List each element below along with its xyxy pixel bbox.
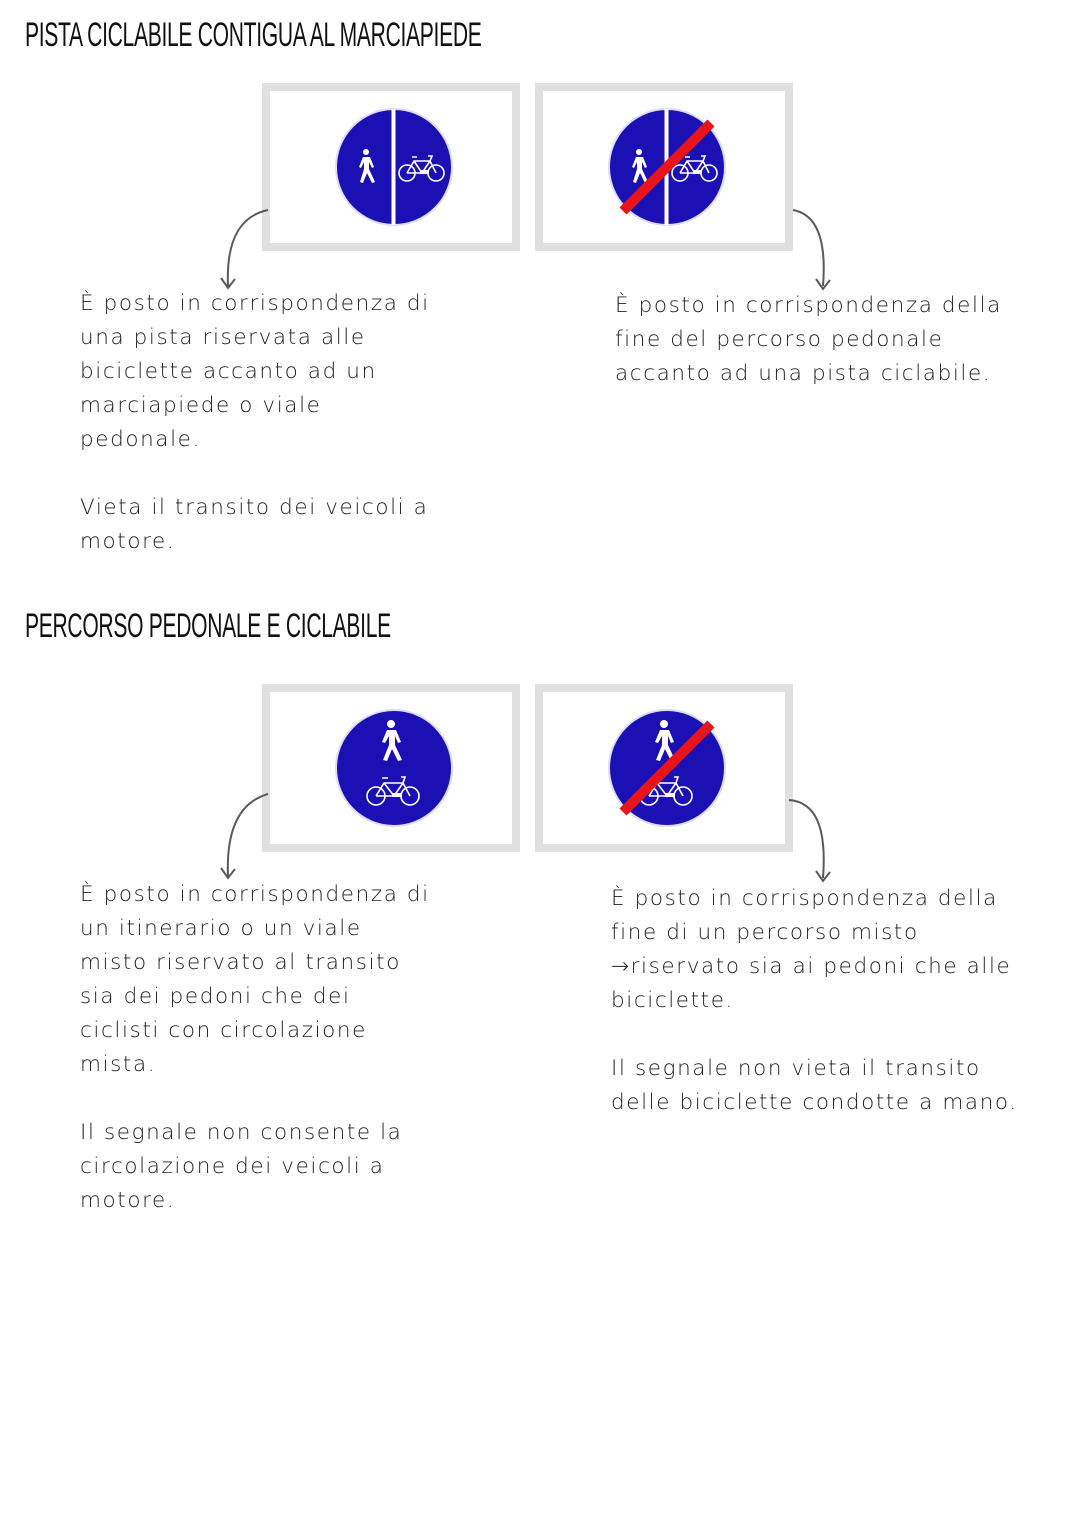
sign-frame (262, 684, 520, 852)
fine-pista-ciclabile-contigua-sign-icon (608, 108, 726, 226)
sign-frame (535, 684, 793, 852)
sign-description: È posto in corrispondenza di un itinerar… (80, 878, 430, 1218)
sign-frame (262, 83, 520, 251)
description-paragraph: È posto in corrispondenza di una pista r… (80, 291, 430, 452)
section-title-percorso-pedonale-ciclabile: PERCORSO PEDONALE E CICLABILE (25, 607, 391, 645)
sign-description: È posto in corrispondenza della fine del… (615, 289, 1015, 391)
fine-percorso-pedonale-ciclabile-sign-icon (608, 709, 726, 827)
curved-arrow-icon (220, 209, 269, 290)
description-paragraph: È posto in corrispondenza della fine di … (611, 886, 1012, 1013)
sign-description: È posto in corrispondenza della fine di … (611, 882, 1031, 1120)
description-paragraph: Vieta il transito dei veicoli a motore. (80, 495, 429, 554)
percorso-pedonale-ciclabile-sign-icon (335, 709, 453, 827)
section-title-pista-ciclabile: PISTA CICLABILE CONTIGUA AL MARCIAPIEDE (25, 16, 482, 54)
description-paragraph: È posto in corrispondenza della fine del… (615, 293, 1002, 386)
curved-arrow-icon (220, 793, 269, 880)
sign-frame (535, 83, 793, 251)
description-paragraph: Il segnale non consente la circolazione … (80, 1120, 403, 1213)
description-paragraph: Il segnale non vieta il transito delle b… (611, 1056, 1018, 1115)
curved-arrow-icon (792, 209, 831, 291)
curved-arrow-icon (788, 799, 831, 883)
sign-description: È posto in corrispondenza di una pista r… (80, 287, 430, 559)
pista-ciclabile-contigua-sign-icon (335, 108, 453, 226)
description-paragraph: È posto in corrispondenza di un itinerar… (80, 882, 430, 1077)
